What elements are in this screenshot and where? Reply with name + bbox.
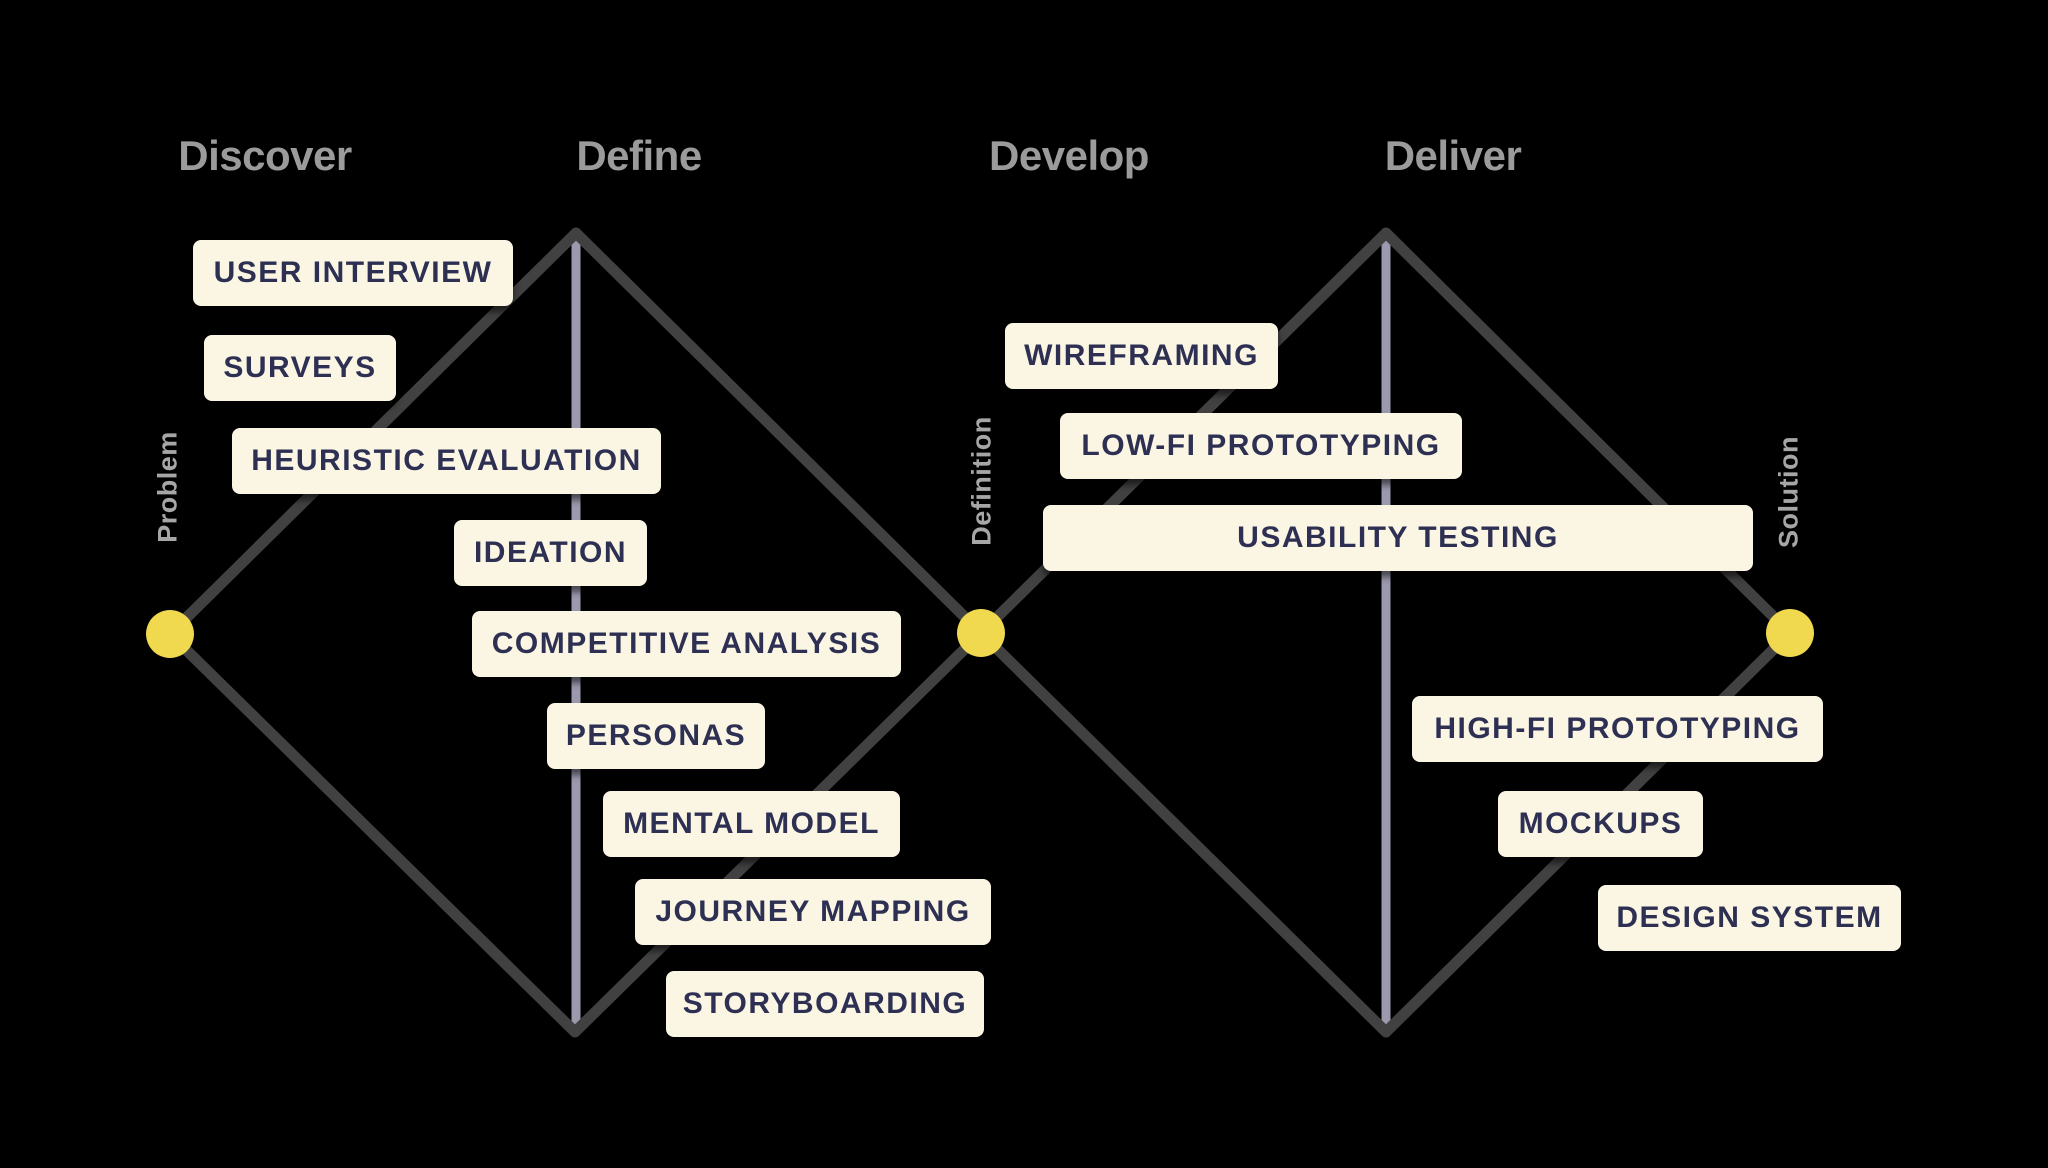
activity-box-design-system: DESIGN SYSTEM <box>1598 885 1901 951</box>
milestone-label-problem: Problem <box>152 431 183 543</box>
milestone-label-definition: Definition <box>966 416 997 546</box>
activity-box-low-fi-prototyping: LOW-FI PROTOTYPING <box>1060 413 1462 479</box>
activity-box-mockups: MOCKUPS <box>1498 791 1703 857</box>
phase-header-define: Define <box>576 132 702 179</box>
phase-header-deliver: Deliver <box>1384 132 1522 179</box>
milestone-dot-solution <box>1766 609 1814 657</box>
activity-box-ideation: IDEATION <box>454 520 647 586</box>
phase-header-develop: Develop <box>989 132 1149 179</box>
phase-header-discover: Discover <box>178 132 352 179</box>
activity-box-storyboarding: STORYBOARDING <box>666 971 984 1037</box>
activity-box-journey-mapping: JOURNEY MAPPING <box>635 879 991 945</box>
activity-box-heuristic-evaluation: HEURISTIC EVALUATION <box>232 428 661 494</box>
activity-box-high-fi-prototyping: HIGH-FI PROTOTYPING <box>1412 696 1823 762</box>
activity-box-competitive-analysis: COMPETITIVE ANALYSIS <box>472 611 901 677</box>
activity-box-personas: PERSONAS <box>547 703 765 769</box>
activity-box-wireframing: WIREFRAMING <box>1005 323 1278 389</box>
milestone-label-solution: Solution <box>1773 436 1804 548</box>
milestone-dot-problem <box>146 610 194 658</box>
activity-box-usability-testing: USABILITY TESTING <box>1043 505 1753 571</box>
activity-box-surveys: SURVEYS <box>204 335 396 401</box>
activity-box-mental-model: MENTAL MODEL <box>603 791 900 857</box>
activity-box-user-interview: USER INTERVIEW <box>193 240 513 306</box>
milestone-dot-definition <box>957 609 1005 657</box>
